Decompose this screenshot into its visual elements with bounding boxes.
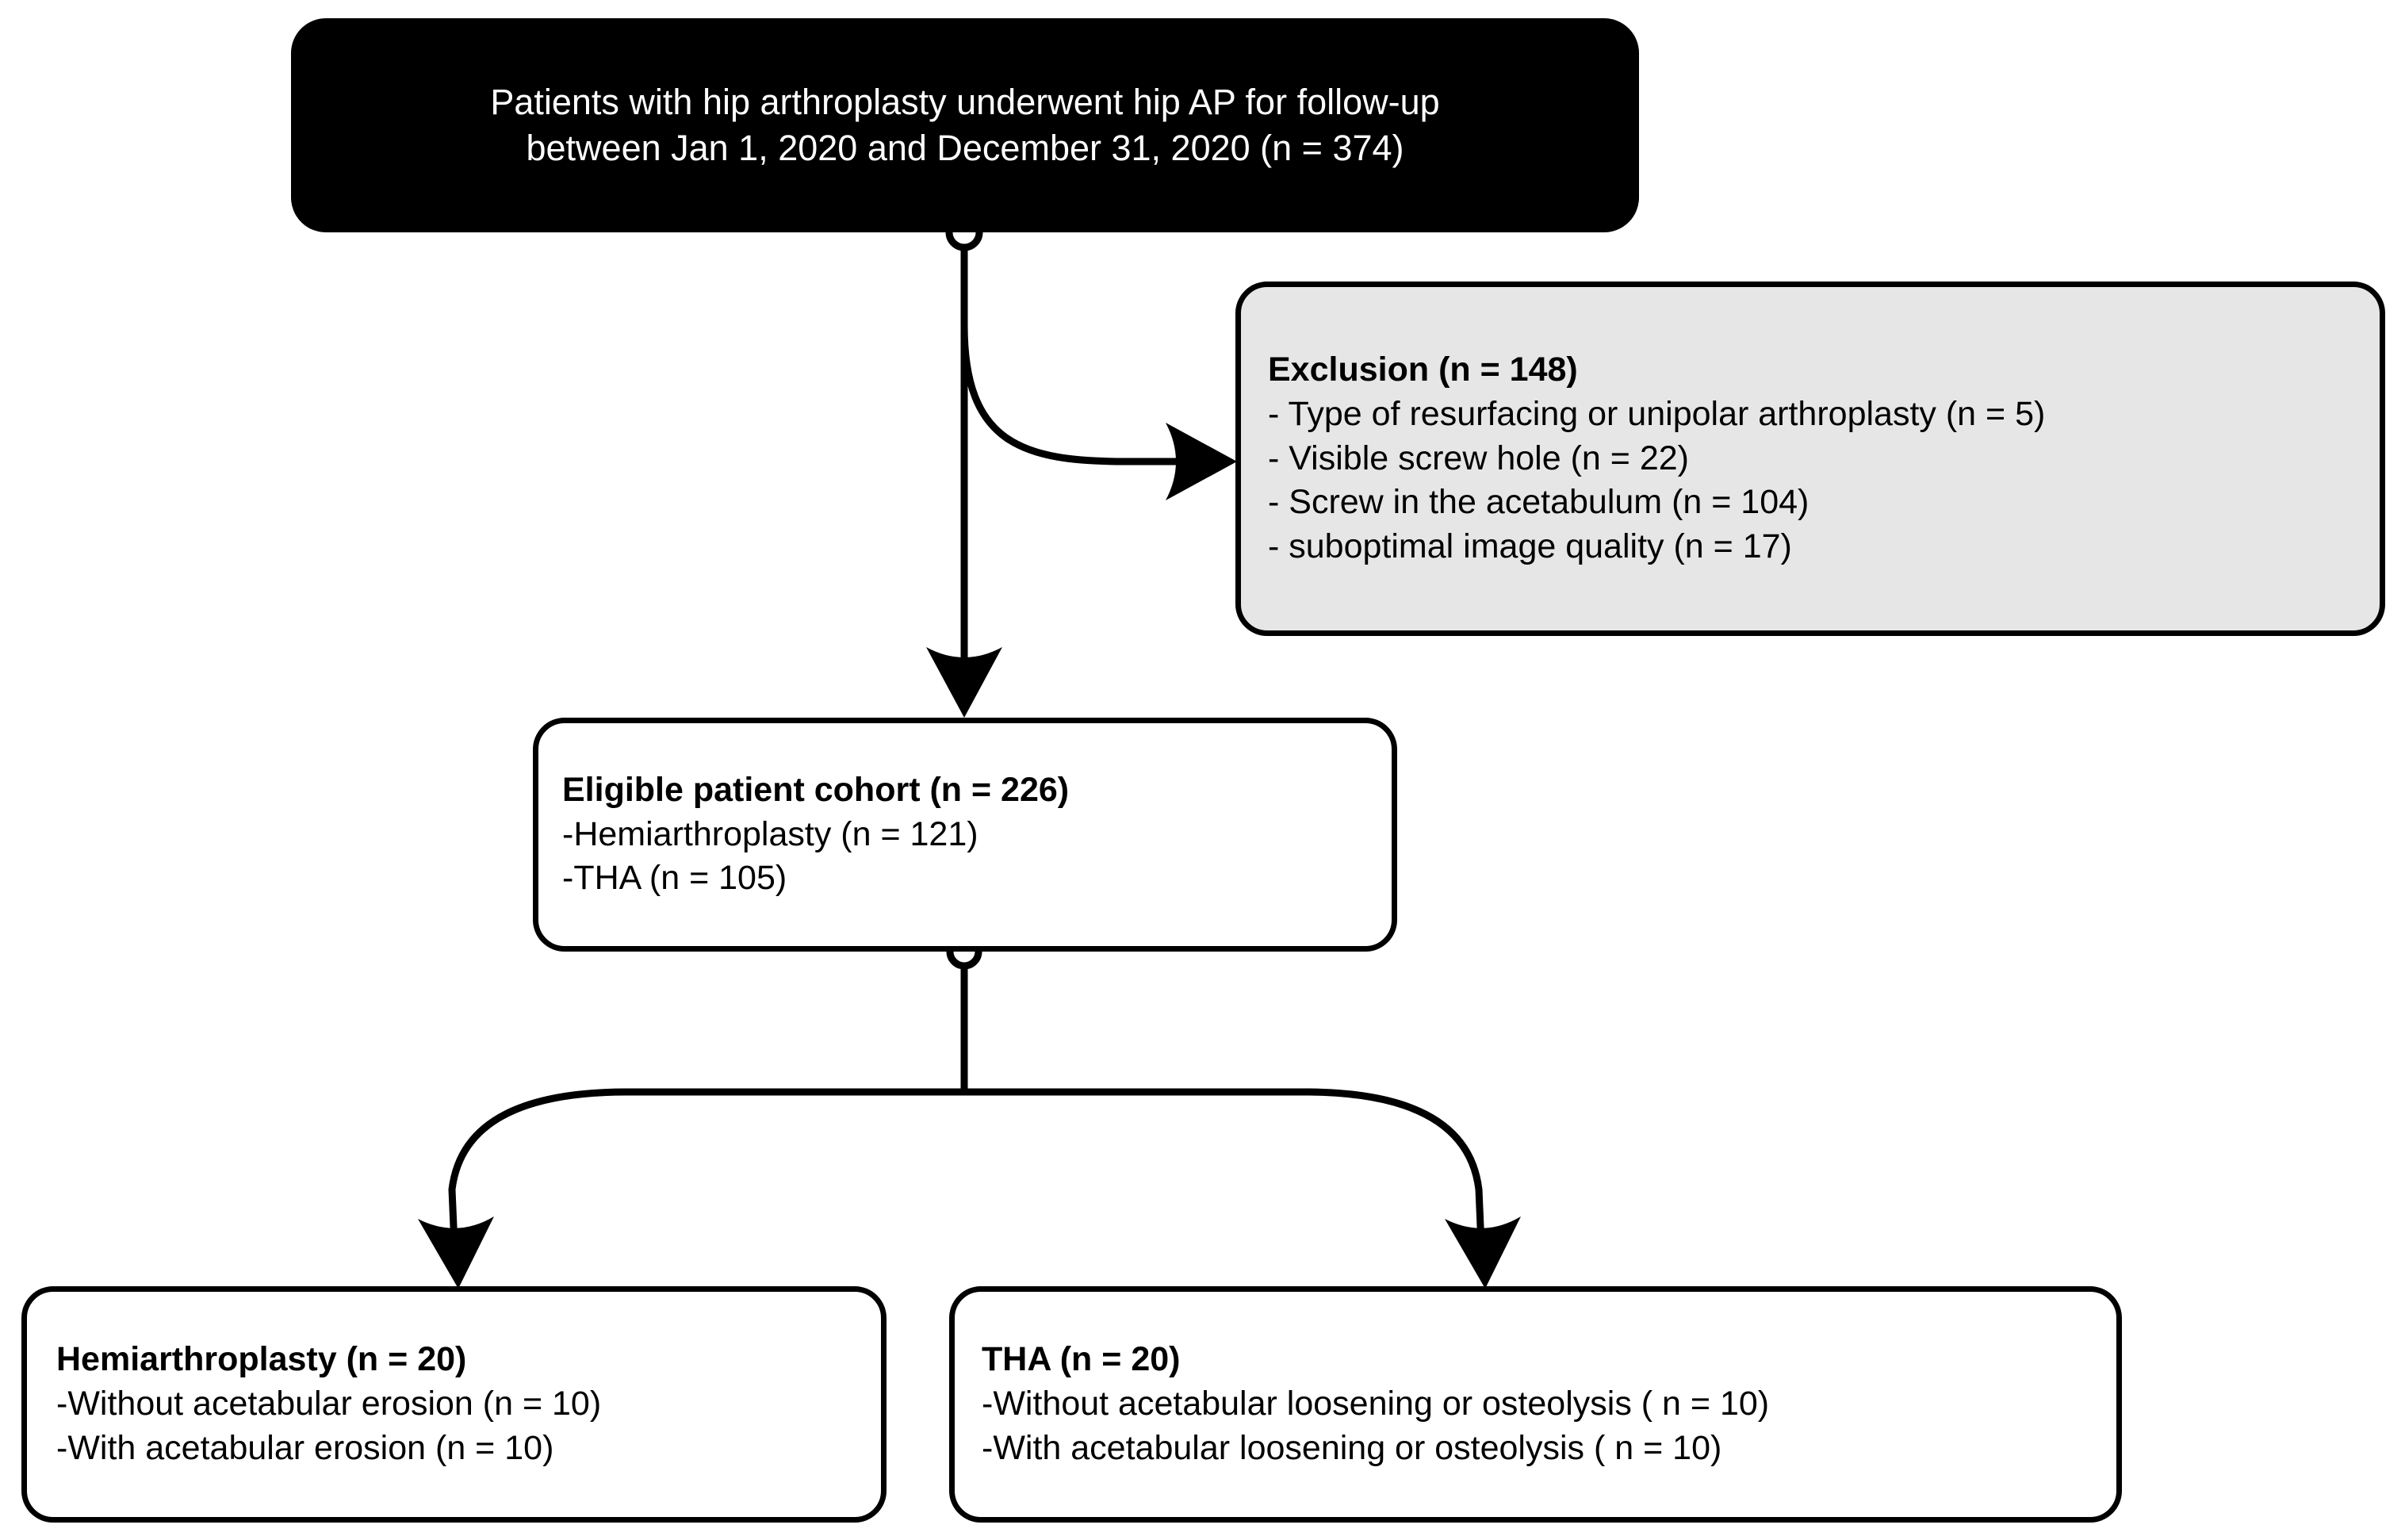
edge-eligible-to-hemi-line xyxy=(448,1088,964,1246)
node-tha-group[interactable]: THA (n = 20) -Without acetabular looseni… xyxy=(949,1286,2122,1523)
exclusion-title: Exclusion (n = 148) xyxy=(1268,350,1578,389)
hemiarthroplasty-title: Hemiarthroplasty (n = 20) xyxy=(56,1340,467,1379)
node-exclusion[interactable]: Exclusion (n = 148) - Type of resurfacin… xyxy=(1235,282,2385,636)
edge-eligible-to-hemi-arrowhead xyxy=(418,1216,494,1289)
edge-source-to-exclusion-arrowhead xyxy=(1166,423,1237,500)
edge-source-to-eligible-arrowhead xyxy=(926,647,1002,718)
hemiarthroplasty-item-1: -Without acetabular erosion (n = 10) xyxy=(56,1385,602,1423)
edge-eligible-to-tha-arrowhead xyxy=(1445,1216,1521,1289)
source-cohort-line-1: Patients with hip arthroplasty underwent… xyxy=(490,82,1440,123)
exclusion-item-2: - Visible screw hole (n = 22) xyxy=(1268,439,1689,477)
tha-item-2: -With acetabular loosening or osteolysis… xyxy=(982,1428,1722,1467)
node-source-cohort[interactable]: Patients with hip arthroplasty underwent… xyxy=(291,18,1639,232)
eligible-cohort-item-2: -THA (n = 105) xyxy=(562,859,787,898)
eligible-cohort-title: Eligible patient cohort (n = 226) xyxy=(562,770,1070,809)
tha-title: THA (n = 20) xyxy=(982,1340,1181,1379)
eligible-cohort-item-1: -Hemiarthroplasty (n = 121) xyxy=(562,814,978,853)
tha-item-1: -Without acetabular loosening or osteoly… xyxy=(982,1385,1770,1423)
edge-source-to-exclusion-line xyxy=(960,324,1205,465)
hemiarthroplasty-item-2: -With acetabular erosion (n = 10) xyxy=(56,1428,554,1467)
source-cohort-line-2: between Jan 1, 2020 and December 31, 202… xyxy=(526,128,1404,168)
exclusion-item-3: - Screw in the acetabulum (n = 104) xyxy=(1268,483,1809,522)
node-hemiarthroplasty-group[interactable]: Hemiarthroplasty (n = 20) -Without aceta… xyxy=(21,1286,887,1523)
node-eligible-cohort[interactable]: Eligible patient cohort (n = 226) -Hemia… xyxy=(533,718,1397,952)
edge-eligible-to-tha-line xyxy=(964,1088,1485,1246)
exclusion-item-1: - Type of resurfacing or unipolar arthro… xyxy=(1268,394,2046,433)
exclusion-item-4: - suboptimal image quality (n = 17) xyxy=(1268,527,1792,566)
